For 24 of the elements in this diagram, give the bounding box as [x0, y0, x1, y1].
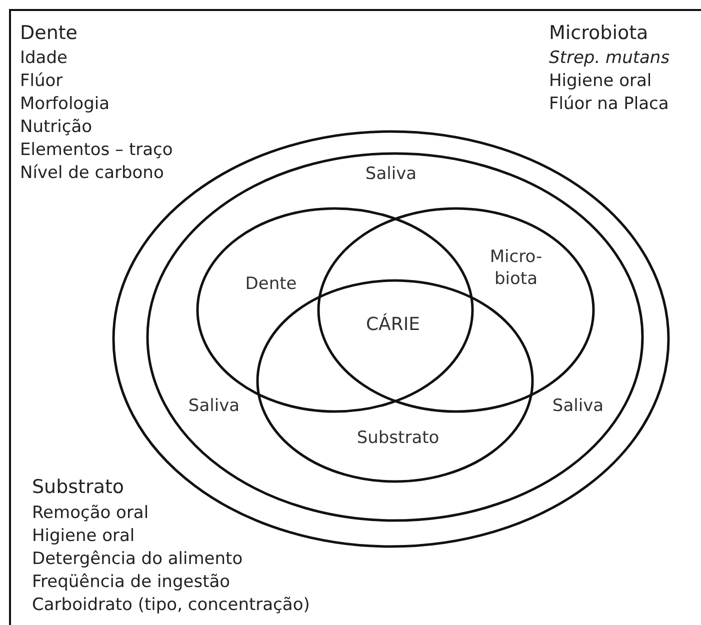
list-item: Higiene oral — [549, 70, 652, 92]
list-item: Flúor na Placa — [549, 93, 669, 115]
list-heading: Substrato — [32, 476, 124, 498]
circle-label: Dente — [245, 273, 297, 295]
list-item: Detergência do alimento — [32, 548, 243, 570]
list-item: Remoção oral — [32, 502, 149, 524]
list-item: Nutrição — [20, 116, 92, 138]
list-item: Elementos – traço — [20, 139, 173, 161]
list-item: Morfologia — [20, 93, 110, 115]
list-item: Nível de carbono — [20, 162, 164, 184]
list-item: Freqüência de ingestão — [32, 571, 230, 593]
circle-label: Saliva — [552, 395, 604, 417]
circle-label: Saliva — [365, 163, 417, 185]
list-item: Strep. mutans — [549, 47, 670, 69]
list-heading: Dente — [20, 22, 78, 44]
list-item: Flúor — [20, 70, 63, 92]
list-item: Higiene oral — [32, 525, 135, 547]
circle-label: Saliva — [188, 395, 240, 417]
circle-label: Micro- biota — [488, 246, 544, 290]
list-item: Carboidrato (tipo, concentração) — [32, 594, 310, 616]
list-item: Idade — [20, 47, 68, 69]
center-label: CÁRIE — [366, 314, 420, 336]
list-heading: Microbiota — [549, 22, 648, 44]
circle-label: Substrato — [356, 427, 440, 449]
